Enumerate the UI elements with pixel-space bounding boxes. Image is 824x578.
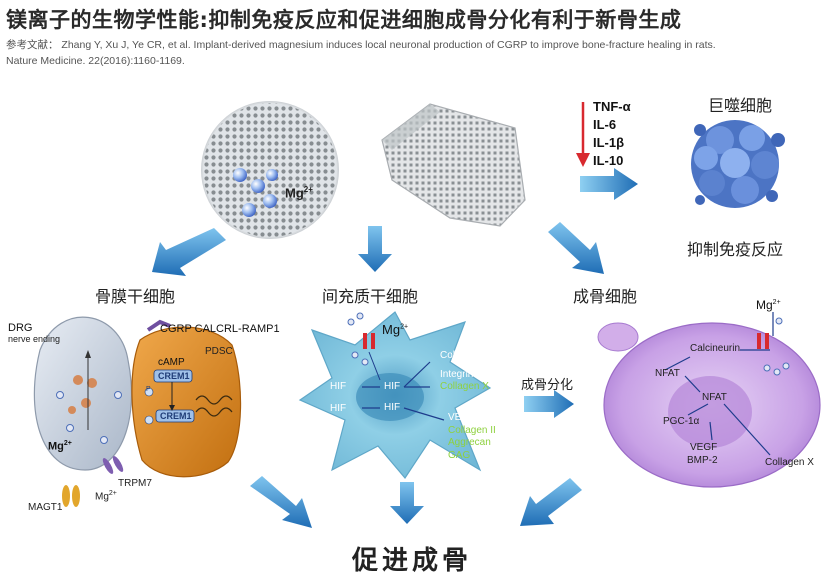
implant-mesh-circle <box>201 101 339 239</box>
lower-mg-label: Mg2+ <box>95 490 117 503</box>
bmp2-label: BMP-2 <box>687 455 718 466</box>
collagen-x-osteoblast-label: Collagen X <box>765 457 814 468</box>
cytokine-downregulation-arrow <box>576 102 590 167</box>
osteoblast-cell <box>597 312 821 488</box>
page-title: 镁离子的生物学性能:抑制免疫反应和促进细胞成骨分化有利于新骨生成 <box>6 8 682 32</box>
pdsc-label: PDSC <box>205 346 233 357</box>
footer-conclusion: 促进成骨 <box>351 546 472 576</box>
msc-cell-title: 间充质干细胞 <box>322 287 419 306</box>
hif-left-top: HIF <box>330 381 347 392</box>
pgc-label: PGC-1α <box>663 416 700 427</box>
arrow-to-periosteal <box>152 228 226 276</box>
msc-cell <box>298 311 492 480</box>
arrow-to-msc <box>358 226 392 272</box>
magt1-label: MAGT1 <box>28 502 63 513</box>
aggrecan-label: Aggrecan <box>448 437 491 448</box>
vegf-msc-label: VEGF <box>448 412 476 423</box>
drg-mg-label: Mg2+ <box>48 440 72 453</box>
cytokine-item: TNF-α <box>593 99 631 114</box>
cgrp-receptor-label: CGRP CALCRL-RAMP1 <box>160 323 280 335</box>
differentiation-arrow <box>524 390 574 418</box>
nfat-inner-label: NFAT <box>702 392 727 403</box>
camp-label: cAMP <box>158 357 185 368</box>
calcineurin-label: Calcineurin <box>690 343 741 354</box>
osteoblast-mg-label: Mg2+ <box>756 298 781 312</box>
nfat-outer-label: NFAT <box>655 368 680 379</box>
collagen-x-msc-label: Collagen X <box>440 381 489 392</box>
arrow-osteoblast-to-footer <box>520 478 582 526</box>
integrins-label: Integrins <box>440 369 479 380</box>
trpm7-label: TRPM7 <box>118 478 152 489</box>
implant-scaffold <box>381 103 526 227</box>
vegf-osteoblast-label: VEGF <box>690 442 718 453</box>
drg-label: DRG <box>8 322 33 334</box>
cytokine-item: IL-10 <box>593 153 624 168</box>
arrow-to-osteoblast <box>548 222 604 274</box>
cytokine-item: IL-1β <box>593 135 625 150</box>
arrow-periosteal-to-footer <box>250 476 312 528</box>
gag-label: GAG <box>448 450 471 461</box>
periosteal-cell-title: 骨膜干细胞 <box>95 287 176 306</box>
reference-line-1: 参考文献： Zhang Y, Xu J, Ye CR, et al. Impla… <box>6 39 716 51</box>
cytokine-item: IL-6 <box>593 117 617 132</box>
hif-mid-top: HIF <box>384 381 401 392</box>
cytokine-list: TNF-α IL-6 IL-1β IL-10 <box>593 98 631 170</box>
hif-left-bottom: HIF <box>330 403 347 414</box>
collagen-i-label: Collagen I <box>440 350 486 361</box>
ion-channels <box>62 456 124 507</box>
phospho-label: P <box>146 386 151 393</box>
macrophage-cell <box>691 120 785 208</box>
macrophage-title: 巨噬细胞 <box>708 96 773 115</box>
pdsc-cell <box>131 319 242 478</box>
msc-mg-label: Mg2+ <box>382 322 409 337</box>
arrow-to-macrophage <box>580 168 638 200</box>
differentiation-label: 成骨分化 <box>521 378 574 393</box>
nerve-ending-label: nerve ending <box>8 334 61 344</box>
crem1-bottom-label: CREM1 <box>160 411 192 421</box>
hif-mid-bottom: HIF <box>384 402 401 413</box>
collagen-ii-label: Collagen II <box>448 425 496 436</box>
drg-nerve-ending <box>33 316 133 471</box>
reference-line-2: Nature Medicine. 22(2016):1160-1169. <box>6 55 185 67</box>
arrow-msc-to-footer <box>390 482 424 524</box>
osteoblast-cell-title: 成骨细胞 <box>573 287 638 306</box>
crem1-top-label: CREM1 <box>158 371 190 381</box>
immune-suppression-label: 抑制免疫反应 <box>687 240 784 259</box>
implant-mg-label: Mg2+ <box>285 185 313 201</box>
